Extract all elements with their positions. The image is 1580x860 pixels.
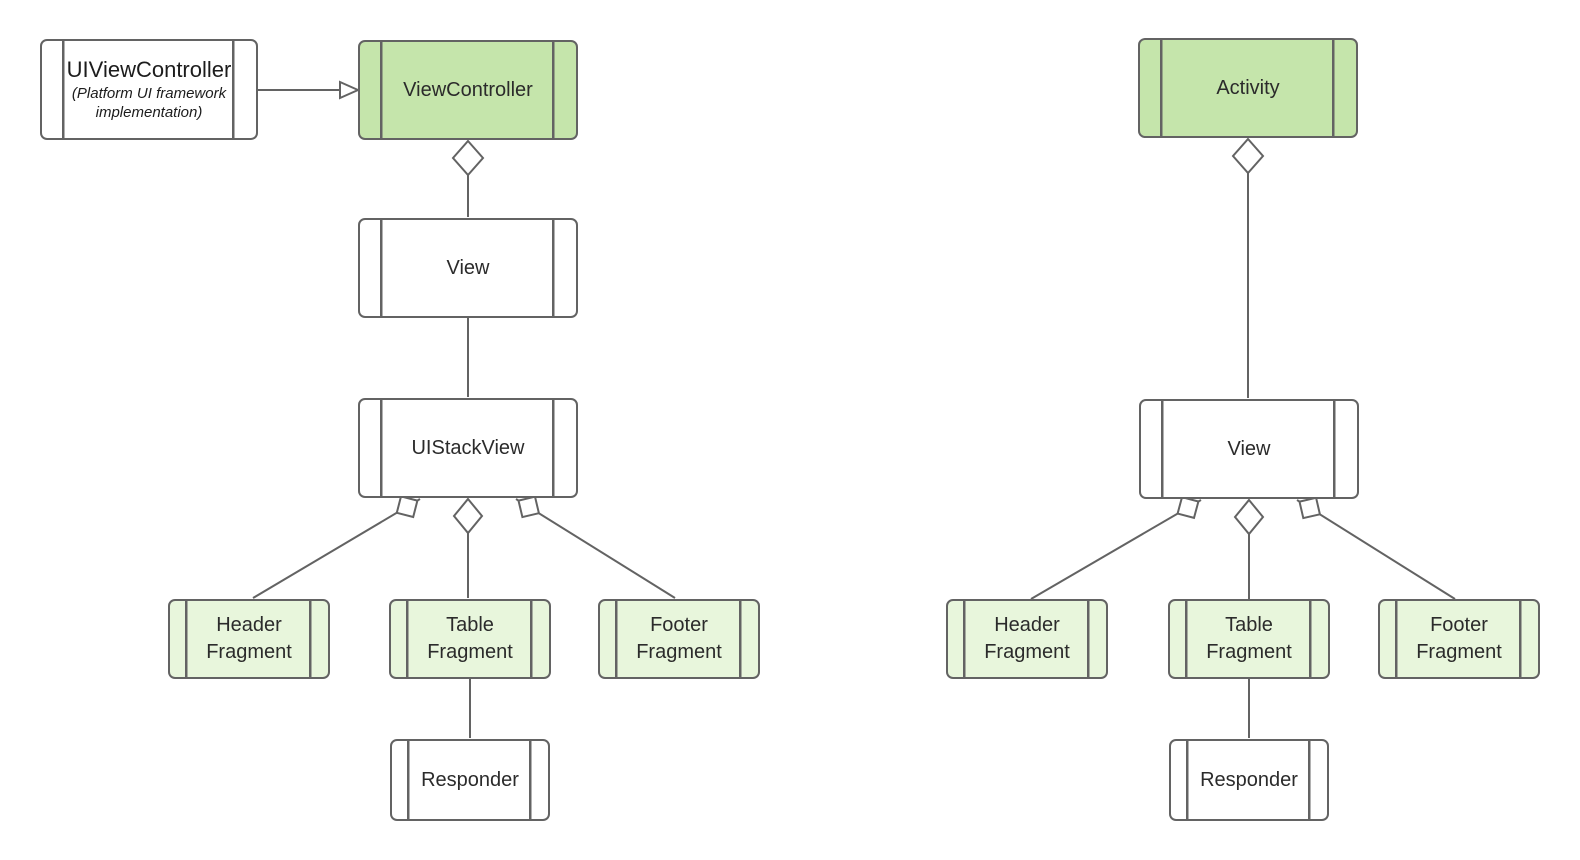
aggregation-diamond-viewcontroller-icon — [451, 139, 485, 177]
node-responder-left-label: Responder — [421, 768, 519, 791]
aggregation-diamond-view-center-icon — [1233, 498, 1265, 536]
node-activity-label: Activity — [1216, 76, 1280, 99]
node-table-fragment-left: Table Fragment — [389, 599, 551, 679]
node-viewcontroller-label: ViewController — [403, 78, 533, 101]
aggregation-diamond-activity-icon — [1231, 137, 1265, 175]
node-view-right-label: View — [1227, 437, 1271, 460]
node-header-fragment-right-label: Header Fragment — [984, 614, 1070, 663]
aggregation-line-view-header-fragment — [1030, 499, 1202, 600]
node-responder-right-label: Responder — [1200, 768, 1298, 791]
node-footer-fragment-right-label: Footer Fragment — [1416, 614, 1502, 663]
node-viewcontroller: ViewController — [358, 40, 578, 140]
generalization-arrowhead-icon — [339, 80, 361, 100]
aggregation-diamond-uistackview-center-icon — [452, 497, 484, 535]
node-uiviewcontroller-title: UIViewController — [66, 57, 232, 82]
node-header-fragment-right: Header Fragment — [946, 599, 1108, 679]
node-view-right: View — [1139, 399, 1359, 499]
node-responder-right: Responder — [1169, 739, 1329, 821]
aggregation-line-uistackview-header-fragment — [252, 498, 421, 599]
node-footer-fragment-left: Footer Fragment — [598, 599, 760, 679]
aggregation-diamond-view-right-icon — [1298, 496, 1322, 520]
node-uiviewcontroller: UIViewController (Platform UI framework … — [40, 39, 258, 140]
node-view-left: View — [358, 218, 578, 318]
node-header-fragment-left: Header Fragment — [168, 599, 330, 679]
aggregation-diamond-uistackview-left-icon — [395, 495, 419, 519]
node-table-fragment-left-label: Table Fragment — [427, 614, 513, 663]
aggregation-line-uistackview-footer-fragment — [515, 498, 676, 599]
aggregation-line-view-footer-fragment — [1296, 499, 1456, 600]
aggregation-diamond-uistackview-right-icon — [517, 495, 541, 519]
node-uistackview-label: UIStackView — [411, 436, 525, 459]
node-table-fragment-right: Table Fragment — [1168, 599, 1330, 679]
node-uistackview: UIStackView — [358, 398, 578, 498]
aggregation-diamond-view-left-icon — [1176, 495, 1200, 520]
node-responder-left: Responder — [390, 739, 550, 821]
node-view-left-label: View — [446, 256, 490, 279]
node-header-fragment-left-label: Header Fragment — [206, 614, 292, 663]
node-footer-fragment-left-label: Footer Fragment — [636, 614, 722, 663]
node-table-fragment-right-label: Table Fragment — [1206, 614, 1292, 663]
node-uiviewcontroller-subtitle: (Platform UI framework implementation) — [71, 85, 227, 121]
node-activity: Activity — [1138, 38, 1358, 138]
node-footer-fragment-right: Footer Fragment — [1378, 599, 1540, 679]
